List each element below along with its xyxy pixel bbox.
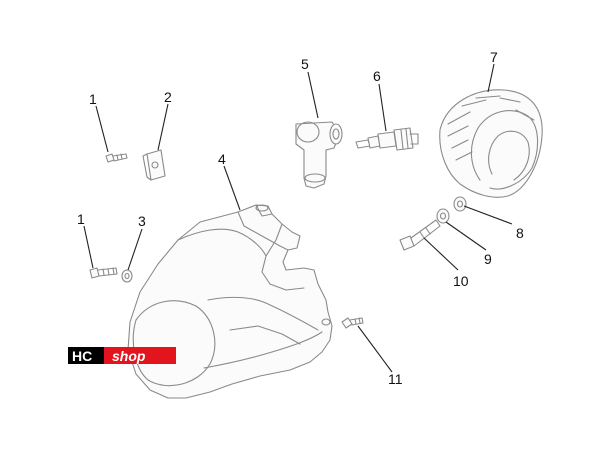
washer-part-9	[436, 208, 450, 224]
logo-shop-box	[104, 347, 176, 364]
callout-1-lower: 1	[77, 211, 85, 227]
screw-part-1-upper	[105, 153, 128, 163]
screw-part-11	[341, 317, 364, 329]
leader-7	[487, 63, 495, 93]
callout-5: 5	[301, 56, 309, 72]
hc-shop-logo: HC shop	[68, 347, 176, 364]
callout-1-upper: 1	[89, 91, 97, 107]
flywheel-cover-part-4	[127, 204, 333, 399]
leader-4	[223, 165, 241, 211]
leader-11	[357, 325, 393, 373]
leader-lines	[83, 63, 513, 373]
spark-plug-cap-part-5	[295, 121, 343, 189]
callout-2: 2	[164, 89, 172, 105]
leader-3	[127, 228, 143, 271]
callout-11: 11	[388, 371, 403, 387]
leader-5	[307, 71, 319, 119]
callout-numbers: 1 2 1 3 4 5 6 7 8 9 10 11	[77, 49, 524, 387]
spark-plug-part-6	[355, 127, 419, 151]
callout-10: 10	[453, 273, 469, 289]
callout-4: 4	[218, 151, 226, 167]
callout-9: 9	[484, 251, 492, 267]
finned-cover-part-7	[439, 89, 543, 198]
bolt-part-10	[399, 219, 441, 251]
washer-part-8	[453, 196, 467, 212]
leader-10	[423, 237, 459, 271]
callout-3: 3	[138, 213, 146, 229]
screw-part-1-lower	[89, 267, 118, 279]
washer-part-3	[121, 269, 133, 283]
leader-2	[157, 103, 169, 151]
logo-hc-box	[68, 347, 104, 364]
logo-shop-text: shop	[112, 348, 146, 364]
leader-1-lower	[83, 225, 94, 269]
callout-8: 8	[516, 225, 524, 241]
leader-8	[463, 205, 513, 225]
callout-6: 6	[373, 68, 381, 84]
leader-9	[445, 221, 487, 251]
leader-6	[378, 83, 387, 132]
leader-1-upper	[95, 105, 109, 153]
logo-hc-text: HC	[72, 348, 92, 364]
clip-nut-part-2	[142, 149, 166, 181]
callout-7: 7	[490, 49, 498, 65]
